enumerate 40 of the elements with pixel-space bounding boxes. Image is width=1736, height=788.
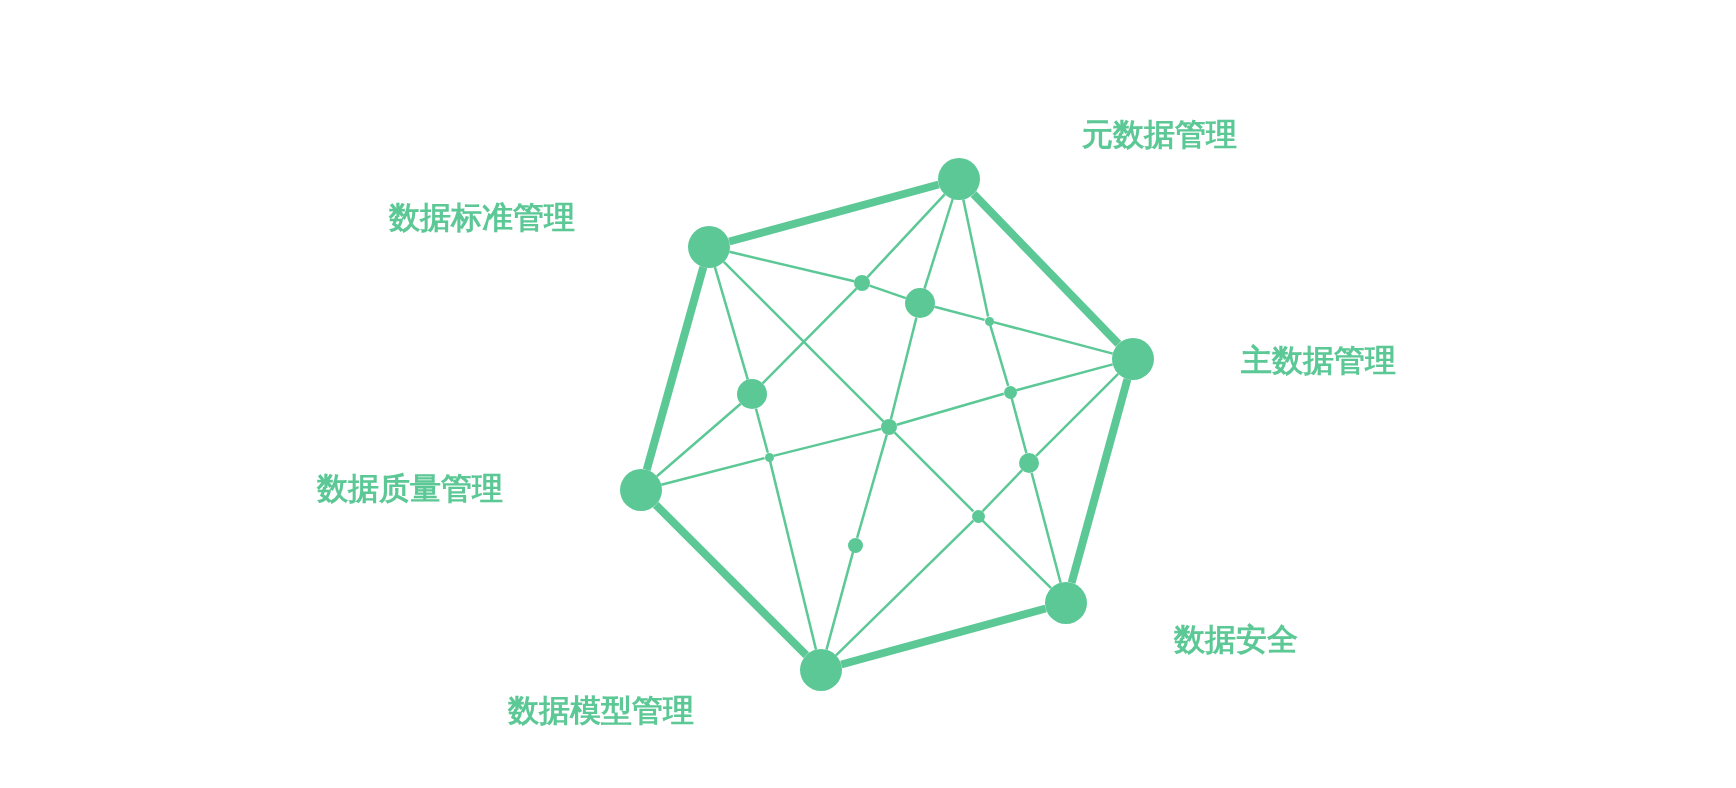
connector-line bbox=[768, 461, 818, 650]
connector-line bbox=[722, 260, 885, 423]
connector-line bbox=[661, 456, 765, 486]
connector-line bbox=[1015, 363, 1114, 392]
connector-line bbox=[761, 287, 858, 385]
node-label: 元数据管理 bbox=[1082, 116, 1237, 152]
connector-line bbox=[981, 469, 1023, 513]
node-label: 数据标准管理 bbox=[389, 199, 575, 235]
connector-line bbox=[1067, 378, 1132, 584]
connector-line bbox=[840, 604, 1047, 669]
node-label: 数据安全 bbox=[1174, 621, 1298, 657]
connector-line bbox=[652, 501, 810, 659]
connector-line bbox=[893, 431, 975, 513]
connector-line bbox=[993, 320, 1113, 355]
connector-line bbox=[835, 519, 975, 657]
connector-line bbox=[923, 198, 954, 290]
connector-line bbox=[989, 324, 1010, 387]
connector-line bbox=[728, 180, 940, 246]
connector-line bbox=[1010, 397, 1028, 454]
connector-line bbox=[970, 191, 1122, 347]
connector-line bbox=[869, 284, 907, 300]
node-label: 数据模型管理 bbox=[508, 692, 694, 728]
connector-line bbox=[866, 193, 946, 278]
connector-line bbox=[896, 392, 1005, 426]
connector-line bbox=[773, 427, 882, 458]
connector-line bbox=[1035, 372, 1120, 457]
connector-line bbox=[889, 317, 918, 420]
connector-line bbox=[934, 305, 985, 322]
connector-line bbox=[642, 266, 708, 471]
connector-line bbox=[855, 434, 888, 539]
connector-line bbox=[729, 250, 855, 283]
connector-line bbox=[656, 402, 742, 478]
node-label: 数据质量管理 bbox=[317, 470, 503, 506]
connector-line bbox=[962, 199, 990, 317]
connector-line bbox=[754, 408, 769, 454]
connector-line bbox=[1030, 472, 1062, 583]
connector-line bbox=[713, 266, 749, 380]
connector-line bbox=[825, 551, 855, 651]
node-label: 主数据管理 bbox=[1241, 342, 1396, 378]
connector-line bbox=[981, 519, 1052, 590]
